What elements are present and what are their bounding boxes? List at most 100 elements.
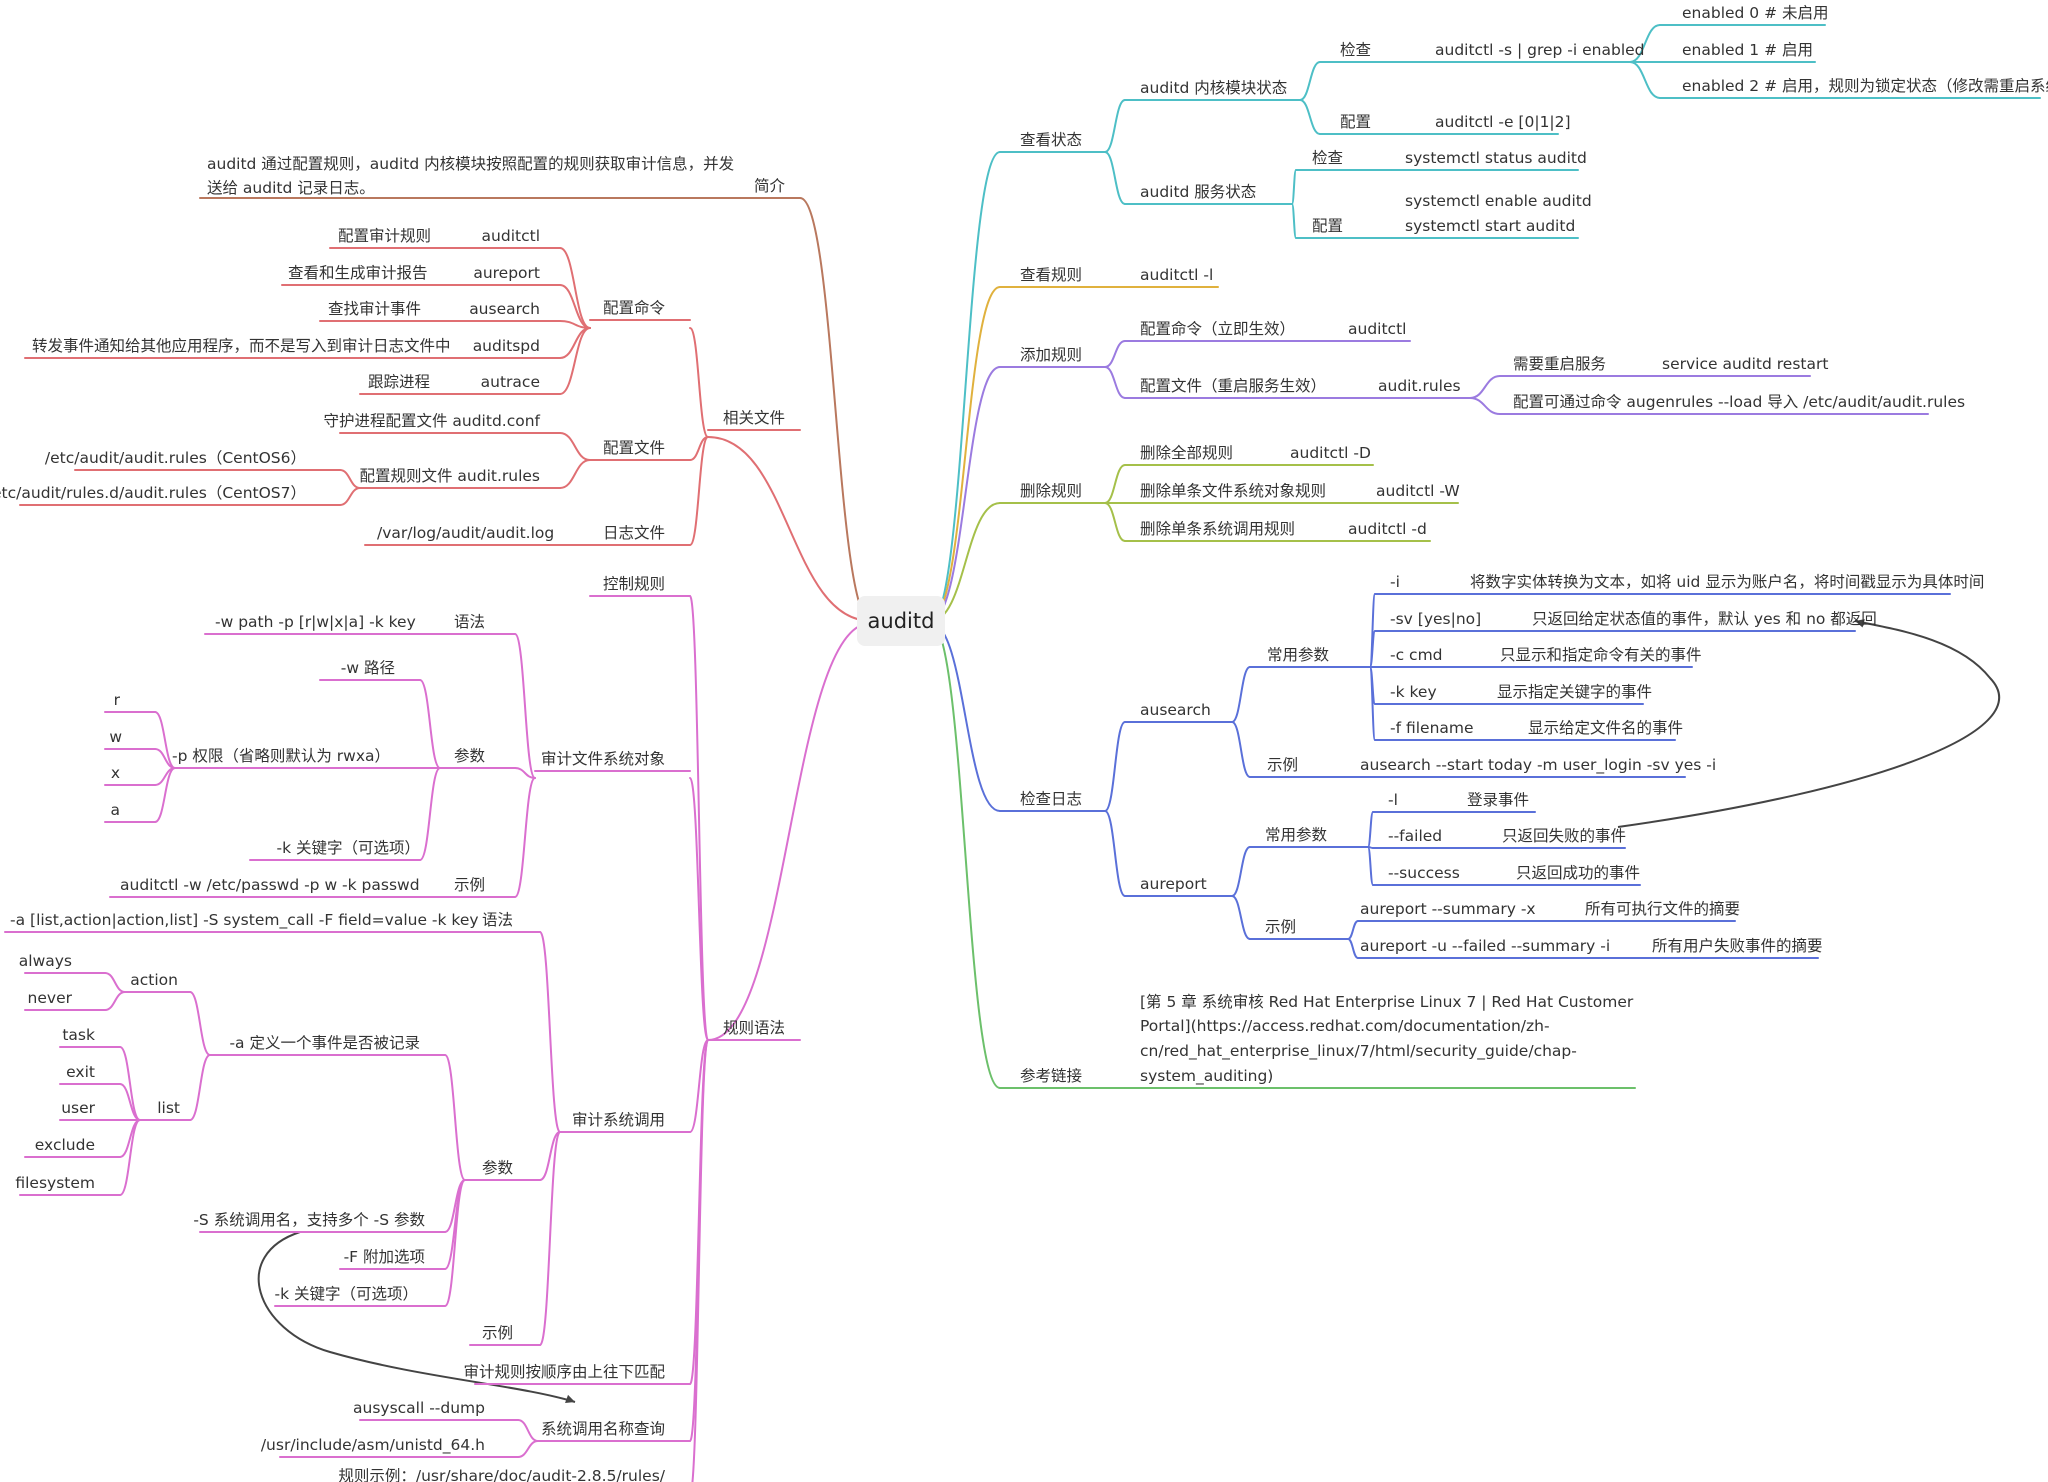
- node-rule-ex[interactable]: 规则示例：/usr/share/doc/audit-2.8.5/rules/: [338, 1467, 665, 1482]
- node-sc-S[interactable]: -S 系统调用名，支持多个 -S 参数: [193, 1211, 425, 1229]
- node-cmd-audispd-d[interactable]: 转发事件通知给其他应用程序，而不是写入到审计日志文件中: [32, 336, 451, 355]
- node-fs-ex-v[interactable]: auditctl -w /etc/passwd -p w -k passwd: [120, 876, 420, 894]
- node-as-sv-d[interactable]: 只返回给定状态值的事件，默认 yes 和 no 都返回: [1532, 610, 1877, 628]
- node-fs-par-k[interactable]: -k 关键字（可选项）: [277, 839, 421, 857]
- node-ref-2[interactable]: Portal](https://access.redhat.com/docume…: [1140, 1017, 1550, 1035]
- node-add-file[interactable]: 配置文件（重启服务生效）: [1140, 377, 1326, 395]
- node-cfg-rules-c7[interactable]: /etc/audit/rules.d/audit.rules（CentOS7）: [0, 484, 306, 502]
- node-ref-4[interactable]: system_auditing): [1140, 1067, 1273, 1086]
- node-view-v[interactable]: auditctl -l: [1140, 266, 1213, 284]
- node-svc[interactable]: auditd 服务状态: [1140, 183, 1256, 201]
- node-ref-1[interactable]: [第 5 章 系统审核 Red Hat Enterprise Linux 7 |…: [1140, 993, 1634, 1011]
- node-en2[interactable]: enabled 2 # 启用，规则为锁定状态（修改需重启系统）: [1682, 77, 2048, 95]
- node-ar-ex2-d[interactable]: 所有用户失败事件的摘要: [1652, 937, 1823, 955]
- node-ar-failed[interactable]: --failed: [1388, 827, 1442, 845]
- node-kmod[interactable]: auditd 内核模块状态: [1140, 79, 1287, 97]
- node-fs-par-p[interactable]: -p 权限（省略则默认为 rwxa）: [172, 747, 390, 765]
- node-del-fs-v[interactable]: auditctl -W: [1376, 482, 1460, 500]
- node-as[interactable]: ausearch: [1140, 701, 1211, 719]
- node-ref[interactable]: 参考链接: [1020, 1067, 1082, 1085]
- node-sc[interactable]: 审计系统调用: [572, 1111, 665, 1129]
- node-cfg[interactable]: 配置文件: [603, 439, 665, 457]
- node-s-check-v[interactable]: systemctl status auditd: [1405, 149, 1587, 167]
- node-add-restart-v[interactable]: service auditd restart: [1662, 355, 1828, 373]
- node-add-cmd-v[interactable]: auditctl: [1348, 320, 1406, 338]
- node-sc-list[interactable]: list: [157, 1099, 180, 1117]
- node-fs[interactable]: 审计文件系统对象: [541, 750, 665, 768]
- node-sc-syn[interactable]: 语法: [482, 911, 513, 929]
- node-fs-p-x[interactable]: x: [111, 764, 120, 782]
- node-cmd-audispd[interactable]: auditspd: [473, 337, 540, 355]
- node-fs-p-a[interactable]: a: [111, 801, 121, 819]
- node-s-check[interactable]: 检查: [1312, 149, 1343, 167]
- node-s-cfg-v1[interactable]: systemctl enable auditd: [1405, 192, 1592, 210]
- node-cmd-auditctl[interactable]: auditctl: [482, 227, 540, 245]
- node-add-restart[interactable]: 需要重启服务: [1513, 355, 1606, 373]
- node-del-all-v[interactable]: auditctl -D: [1290, 444, 1371, 462]
- node-as-par[interactable]: 常用参数: [1267, 646, 1330, 664]
- node-cmds[interactable]: 配置命令: [603, 299, 666, 317]
- node-files[interactable]: 相关文件: [723, 409, 785, 427]
- node-cmd-aureport[interactable]: aureport: [473, 264, 540, 282]
- node-en0[interactable]: enabled 0 # 未启用: [1682, 4, 1829, 22]
- node-add[interactable]: 添加规则: [1020, 346, 1082, 364]
- node-intro-text-1[interactable]: auditd 通过配置规则，auditd 内核模块按照配置的规则获取审计信息，并…: [207, 155, 734, 173]
- node-intro[interactable]: 简介: [754, 177, 786, 195]
- node-view[interactable]: 查看规则: [1020, 266, 1082, 284]
- node-ar-success-d[interactable]: 只返回成功的事件: [1516, 864, 1640, 882]
- node-cfg-rules[interactable]: 配置规则文件 audit.rules: [359, 467, 540, 485]
- node-ref-3[interactable]: cn/red_hat_enterprise_linux/7/html/secur…: [1140, 1042, 1577, 1061]
- node-ctrl[interactable]: 控制规则: [603, 575, 665, 593]
- node-del-sc[interactable]: 删除单条系统调用规则: [1140, 520, 1295, 538]
- node-del-fs[interactable]: 删除单条文件系统对象规则: [1140, 482, 1326, 500]
- node-as-c[interactable]: -c cmd: [1390, 646, 1443, 664]
- node-scq-1[interactable]: ausyscall --dump: [353, 1399, 485, 1417]
- node-en1[interactable]: enabled 1 # 启用: [1682, 41, 1813, 59]
- node-logfile[interactable]: 日志文件: [603, 524, 665, 542]
- node-add-cmd[interactable]: 配置命令（立即生效）: [1140, 320, 1295, 338]
- node-syntax[interactable]: 规则语法: [723, 1019, 785, 1037]
- node-fs-syn-v[interactable]: -w path -p [r|w|x|a] -k key: [215, 613, 416, 631]
- node-cfg-rules-c6[interactable]: /etc/audit/audit.rules（CentOS6）: [45, 449, 306, 467]
- node-as-f[interactable]: -f filename: [1390, 719, 1474, 737]
- node-del[interactable]: 删除规则: [1020, 482, 1082, 500]
- node-as-ex-v[interactable]: ausearch --start today -m user_login -sv…: [1360, 756, 1716, 775]
- node-cmd-ausearch[interactable]: ausearch: [469, 300, 540, 318]
- node-sc-task[interactable]: task: [62, 1026, 95, 1044]
- node-as-k-d[interactable]: 显示指定关键字的事件: [1497, 683, 1652, 701]
- node-fs-p-w[interactable]: w: [109, 728, 122, 746]
- node-sc-par[interactable]: 参数: [482, 1159, 514, 1177]
- node-sc-fs[interactable]: filesystem: [15, 1174, 95, 1192]
- node-as-c-d[interactable]: 只显示和指定命令有关的事件: [1500, 646, 1702, 664]
- node-scq[interactable]: 系统调用名称查询: [541, 1420, 665, 1438]
- node-as-i[interactable]: -i: [1390, 573, 1400, 591]
- node-intro-text-2[interactable]: 送给 auditd 记录日志。: [207, 179, 375, 197]
- node-cmd-auditctl-d[interactable]: 配置审计规则: [338, 227, 431, 245]
- node-s-cfg-v2[interactable]: systemctl start auditd: [1405, 217, 1575, 235]
- node-sc-k[interactable]: -k 关键字（可选项）: [275, 1285, 419, 1303]
- node-sc-always[interactable]: always: [19, 952, 72, 970]
- node-k-cfg[interactable]: 配置: [1340, 113, 1371, 131]
- node-sc-ex[interactable]: 示例: [482, 1324, 513, 1342]
- node-cfg-conf[interactable]: 守护进程配置文件 auditd.conf: [323, 412, 540, 430]
- node-cmd-aureport-d[interactable]: 查看和生成审计报告: [288, 264, 428, 282]
- node-order[interactable]: 审计规则按顺序由上往下匹配: [463, 1363, 665, 1381]
- node-add-load[interactable]: 配置可通过命令 augenrules --load 导入 /etc/audit/…: [1513, 393, 1965, 411]
- node-k-check-v[interactable]: auditctl -s | grep -i enabled: [1435, 41, 1645, 59]
- node-s-cfg[interactable]: 配置: [1312, 217, 1343, 235]
- node-sc-syn-v[interactable]: -a [list,action|action,list] -S system_c…: [10, 911, 479, 930]
- node-as-sv[interactable]: -sv [yes|no]: [1390, 610, 1481, 628]
- node-status[interactable]: 查看状态: [1020, 131, 1082, 149]
- node-scq-2[interactable]: /usr/include/asm/unistd_64.h: [261, 1436, 485, 1455]
- node-sc-never[interactable]: never: [28, 989, 73, 1007]
- node-del-sc-v[interactable]: auditctl -d: [1348, 520, 1427, 538]
- node-fs-syn[interactable]: 语法: [454, 613, 485, 631]
- node-ar-success[interactable]: --success: [1388, 864, 1460, 882]
- node-as-ex[interactable]: 示例: [1267, 756, 1298, 774]
- node-fs-p-r[interactable]: r: [114, 691, 121, 709]
- node-ar-failed-d[interactable]: 只返回失败的事件: [1502, 827, 1626, 845]
- node-sc-a[interactable]: -a 定义一个事件是否被记录: [229, 1034, 420, 1052]
- node-sc-action[interactable]: action: [130, 971, 178, 989]
- node-ar-ex[interactable]: 示例: [1265, 918, 1296, 936]
- node-cmd-ausearch-d[interactable]: 查找审计事件: [328, 300, 421, 318]
